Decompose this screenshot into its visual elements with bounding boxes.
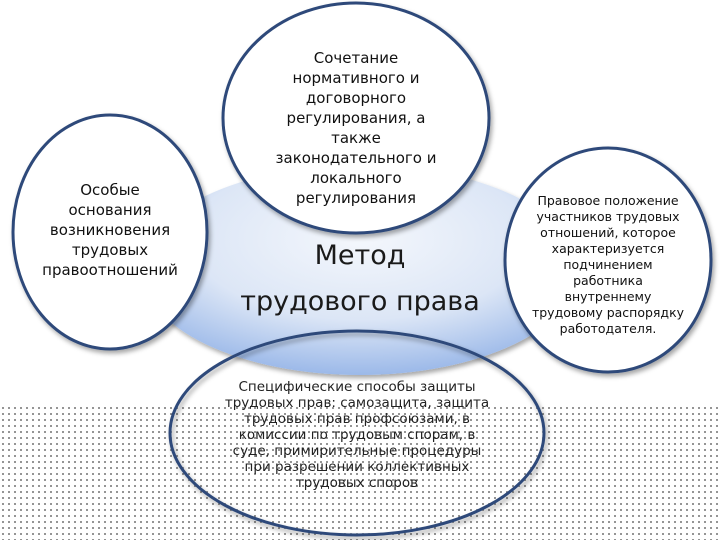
right-line: работодателя.	[559, 321, 657, 336]
top-bubble-text: Сочетание нормативного и договорного рег…	[246, 44, 466, 212]
top-line: договорного	[305, 89, 407, 107]
bottom-line: суде, примирительные процедуры	[232, 443, 482, 459]
bottom-line: комиссии по трудовым спорам, в	[238, 427, 476, 443]
bottom-line: трудовых прав профсоюзами, в	[243, 411, 471, 427]
left-line: возникновения	[49, 221, 171, 239]
bottom-line: при разрешении коллективных	[244, 459, 470, 475]
left-line: основания	[68, 201, 152, 219]
center-subtitle: трудового права	[220, 284, 500, 320]
top-line: также	[331, 129, 381, 147]
top-line: регулирования	[295, 189, 417, 207]
top-line: Сочетание	[313, 49, 399, 67]
left-bubble-text: Особые основания возникновения трудовых …	[22, 178, 198, 282]
bottom-line: Специфические способы защиты	[238, 379, 476, 395]
top-line: регулирования, а	[286, 109, 426, 127]
top-line: локального	[310, 169, 402, 187]
left-circle	[11, 113, 209, 351]
dotted-background	[0, 405, 720, 540]
right-line: участников трудовых	[536, 209, 680, 224]
left-line: правоотношений	[42, 261, 178, 279]
top-line: законодательного и	[275, 149, 437, 167]
center-title-line1: Метод	[314, 240, 406, 271]
center-ellipse	[142, 165, 578, 375]
right-line: внутреннему	[564, 289, 652, 304]
right-bubble-text: Правовое положение участников трудовых о…	[520, 190, 696, 340]
center-title: Метод	[220, 238, 500, 274]
bottom-bubble-text: Специфические способы защиты трудовых пр…	[212, 376, 502, 494]
center-title-line2: трудового права	[240, 286, 480, 317]
right-line: отношений, которое	[540, 225, 676, 240]
top-line: нормативного и	[292, 69, 420, 87]
left-line: Особые	[80, 181, 140, 199]
right-line: характеризуется	[551, 241, 665, 256]
top-circle	[221, 1, 491, 235]
right-line: работника	[573, 273, 643, 288]
right-line: трудовому распорядку	[531, 305, 685, 320]
left-line: трудовых	[71, 241, 149, 259]
right-line: Правовое положение	[537, 193, 679, 208]
bottom-line: трудовых прав: самозащита, защита	[224, 395, 490, 411]
bottom-ellipse	[168, 329, 546, 537]
right-circle	[503, 146, 713, 374]
right-line: подчинением	[563, 257, 653, 272]
bottom-line: трудовых споров	[295, 475, 419, 491]
